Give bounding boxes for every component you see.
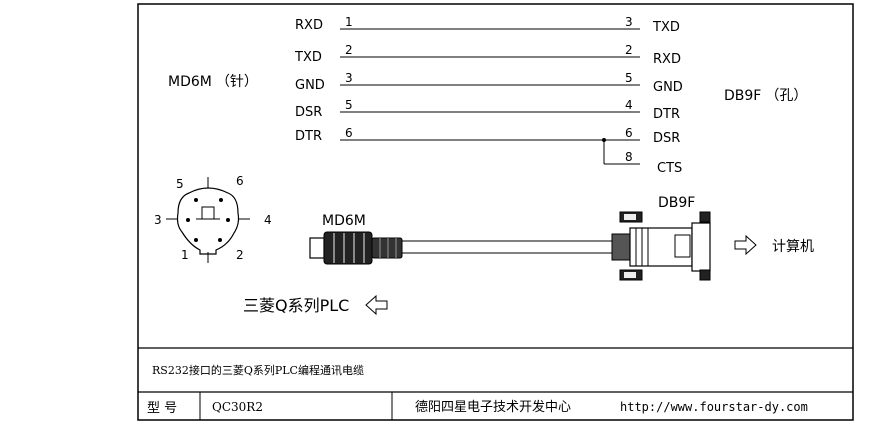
din-pin-dot-4 — [226, 218, 230, 222]
left-pin-3: 3 — [345, 71, 353, 85]
computer-target: 计算机 — [734, 234, 814, 256]
right-pin-5: 6 — [625, 126, 633, 140]
right-signal-1: TXD — [652, 20, 680, 35]
plc-target: 三菱Q系列PLC — [243, 294, 388, 316]
din-pin-label-1: 1 — [181, 248, 189, 262]
db9f-face — [691, 222, 711, 272]
cable-description: RS232接口的三菱Q系列PLC编程通讯电缆 — [152, 363, 364, 377]
right-signal-5: DSR — [653, 131, 680, 146]
db9f-screw-top-r — [699, 211, 711, 223]
db9f-shell — [629, 227, 693, 267]
left-signal-4: DSR — [295, 105, 322, 120]
din-pin-dot-5 — [194, 198, 198, 202]
md6m-tip — [309, 237, 325, 259]
db9f-boot — [611, 233, 631, 261]
outer-border — [137, 3, 854, 421]
model-label: 型 号 — [147, 401, 177, 416]
mini-din-face: 5 6 3 4 1 2 — [154, 174, 272, 263]
left-pin-5: 6 — [345, 126, 353, 140]
din-pin-dot-1 — [194, 238, 198, 242]
cable-wire — [401, 240, 615, 254]
jumper-6-8: 8 CTS — [602, 138, 682, 176]
right-pin-1: 3 — [625, 15, 633, 29]
company-name: 德阳四星电子技术开发中心 — [415, 399, 571, 415]
db9f-label-window — [674, 234, 691, 258]
left-signal-5: DTR — [295, 129, 322, 144]
company-url: http://www.fourstar-dy.com — [620, 400, 808, 414]
right-signal-4: DTR — [653, 107, 680, 122]
left-signal-3: GND — [295, 78, 325, 93]
right-plug-label: DB9F — [658, 195, 695, 211]
plc-label: 三菱Q系列PLC — [243, 296, 349, 315]
db9f-screw-bottom-head — [624, 272, 636, 278]
jumper-signal: CTS — [657, 161, 682, 176]
din-pin-label-6: 6 — [236, 174, 244, 188]
db9f-screw-top-head — [624, 214, 636, 220]
left-pin-1: 1 — [345, 15, 353, 29]
cable-illustration: MD6M DB9F — [309, 195, 711, 281]
left-pin-2: 2 — [345, 43, 353, 57]
jumper-pin: 8 — [625, 150, 633, 164]
right-signal-2: RXD — [653, 52, 681, 67]
arrow-right-icon — [734, 234, 757, 256]
din-pin-dot-3 — [186, 218, 190, 222]
left-plug-label: MD6M — [322, 213, 366, 229]
din-pin-label-4: 4 — [264, 213, 272, 227]
din-pin-dot-6 — [219, 198, 223, 202]
db9f-screw-bottom-r — [699, 269, 711, 281]
computer-label: 计算机 — [772, 239, 814, 255]
right-connector-title: DB9F（孔） — [724, 88, 807, 104]
right-pin-3: 5 — [625, 71, 633, 85]
din-pin-label-2: 2 — [236, 248, 244, 262]
din-key — [201, 206, 215, 220]
arrow-left-icon — [365, 294, 388, 316]
left-signal-1: RXD — [295, 18, 323, 33]
left-connector-title: MD6M（针） — [168, 74, 258, 90]
left-pin-4: 5 — [345, 98, 353, 112]
right-signal-3: GND — [653, 80, 683, 95]
din-pin-label-5: 5 — [176, 177, 184, 191]
left-signal-2: TXD — [294, 50, 322, 65]
right-pin-4: 4 — [625, 98, 633, 112]
din-outline — [176, 187, 240, 255]
model-value: QC30R2 — [212, 400, 263, 414]
right-pin-2: 2 — [625, 43, 633, 57]
din-pin-label-3: 3 — [154, 213, 162, 227]
din-pin-dot-2 — [218, 238, 222, 242]
md6m-strain-relief — [371, 237, 403, 259]
